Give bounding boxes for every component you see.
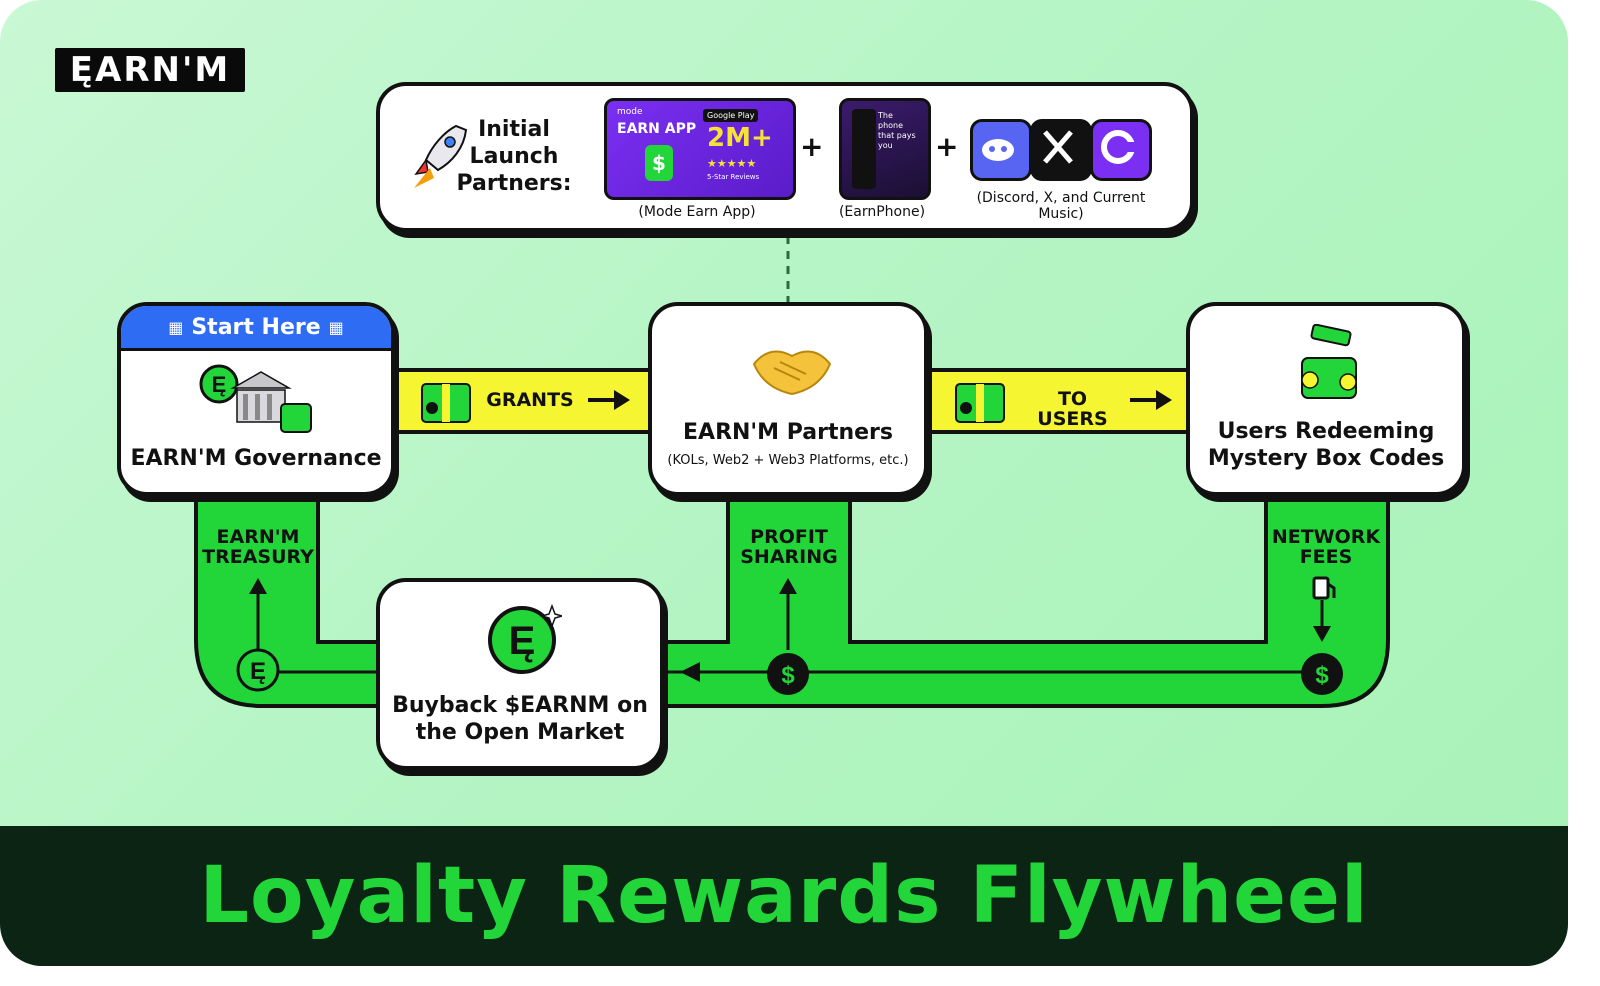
earnm-coin-icon: Ę	[238, 650, 278, 690]
grants-label: GRANTS	[485, 390, 575, 410]
launch-partners-card: Initial Launch Partners: mode EARN APP G…	[376, 82, 1194, 232]
discord-icon	[970, 119, 1032, 181]
earnm-logo: ĘARN'M	[55, 48, 245, 92]
footer-title: Loyalty Rewards Flywheel	[199, 851, 1368, 941]
x-icon	[1030, 119, 1092, 181]
cash-icon: $	[645, 145, 673, 181]
partners-card: EARN'M Partners (KOLs, Web2 + Web3 Platf…	[648, 302, 928, 496]
svg-text:$: $	[1315, 662, 1329, 689]
phone-icon	[852, 109, 876, 189]
users-card: Users Redeeming Mystery Box Codes	[1186, 302, 1466, 496]
start-here-banner: ▦ Start Here ▦	[121, 306, 391, 351]
earnphone-image: The phone that pays you	[839, 98, 931, 200]
users-title: Users Redeeming Mystery Box Codes	[1190, 418, 1462, 472]
mode-earn-app-caption: (Mode Earn App)	[604, 204, 790, 220]
svg-text:$: $	[781, 662, 795, 689]
governance-card: ▦ Start Here ▦ Ę EARN'M Governance	[117, 302, 395, 496]
plus-icon: +	[800, 130, 823, 163]
buyback-title: Buyback $EARNM on the Open Market	[380, 692, 660, 746]
gift-icon	[422, 384, 470, 422]
profit-sharing-label: PROFIT SHARING	[732, 527, 846, 567]
footer-banner: Loyalty Rewards Flywheel	[0, 826, 1568, 966]
mode-earn-app-image: mode EARN APP Google Play 2M+ ★★★★★ 5-St…	[604, 98, 796, 200]
network-fees-label: NETWORK FEES	[1268, 527, 1384, 567]
checkered-flag-icon: ▦	[329, 318, 344, 337]
earnm-coin-icon: Ę	[486, 602, 562, 678]
partners-subtitle: (KOLs, Web2 + Web3 Platforms, etc.)	[652, 453, 924, 468]
launch-title: Initial Launch Partners:	[454, 116, 574, 197]
current-music-icon	[1090, 119, 1152, 181]
svg-text:Ę: Ę	[509, 619, 536, 663]
svg-text:Ę: Ę	[250, 658, 266, 685]
plus-icon: +	[935, 130, 958, 163]
dollar-coin-icon: $	[1301, 653, 1343, 695]
svg-text:Ę: Ę	[212, 372, 227, 397]
checkered-flag-icon: ▦	[168, 318, 183, 337]
partners-title: EARN'M Partners	[652, 420, 924, 445]
treasury-label: EARN'M TREASURY	[200, 527, 316, 567]
buyback-card: Ę Buyback $EARNM on the Open Market	[376, 578, 664, 770]
social-apps-caption: (Discord, X, and Current Music)	[956, 190, 1166, 222]
bank-icon: Ę	[199, 364, 319, 436]
handshake-icon	[750, 338, 834, 398]
mystery-box-icon	[1288, 324, 1372, 408]
governance-title: EARN'M Governance	[121, 446, 391, 471]
to-users-label: TO USERS	[1020, 389, 1125, 429]
earnphone-caption: (EarnPhone)	[824, 204, 940, 220]
gift-icon	[956, 384, 1004, 422]
stars-icon: ★★★★★	[707, 157, 756, 170]
flywheel-canvas: Ę $ $ GRANTS TO U	[0, 0, 1568, 966]
dollar-coin-icon: $	[767, 653, 809, 695]
